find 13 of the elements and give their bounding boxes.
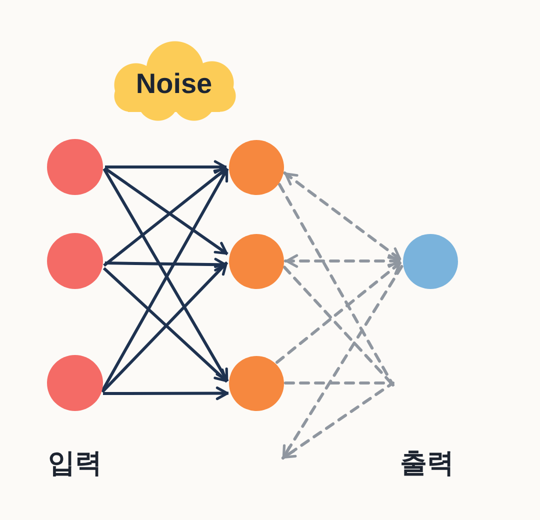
column-label: 출력 [400, 448, 454, 480]
hidden-neuron [228, 140, 284, 194]
dashed-arrow [276, 260, 402, 364]
arrow [105, 160, 226, 174]
dashed-arrow [284, 254, 402, 268]
cloud-label: Noise [136, 68, 212, 100]
arrow [103, 386, 228, 400]
dashed-arrow [283, 172, 402, 262]
dashed-arrow [282, 265, 404, 460]
dashed-line [278, 183, 394, 386]
column-label: 입력 [48, 448, 102, 480]
dashed-arrow [282, 382, 394, 460]
hidden-neuron [228, 356, 284, 410]
